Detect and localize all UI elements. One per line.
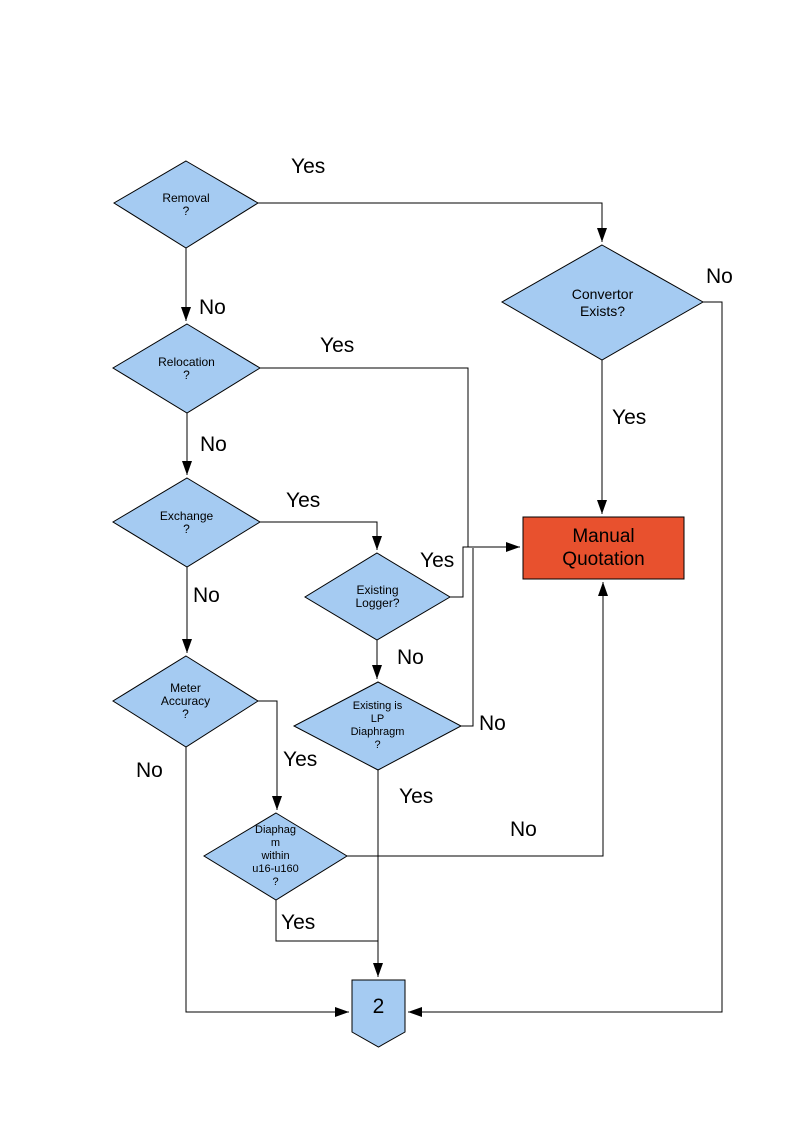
- manual-quotation-process-shape: [522, 516, 685, 580]
- relocation-decision-shape: [112, 323, 261, 414]
- existing-logger-decision-shape: [304, 552, 451, 641]
- edge-relocation-yes: [260, 367, 520, 552]
- edge-meter-yes: [258, 700, 282, 810]
- edge-diaphragm-no: [347, 582, 608, 857]
- diaphragm-range-decision-shape: [203, 812, 348, 901]
- edge-convertor-no: [408, 301, 723, 1017]
- edge-logger-yes: [450, 546, 470, 598]
- edge-meter-no: [185, 747, 349, 1017]
- existing-lp-decision-shape: [292, 681, 463, 771]
- edge-diaphragm-yes: [275, 900, 378, 942]
- edge-lp-no: [461, 548, 474, 727]
- exchange-decision-shape: [112, 477, 261, 568]
- edge-removal-yes: [258, 202, 607, 242]
- convertor-decision-shape: [500, 244, 705, 361]
- edge-lines: [181, 202, 723, 1017]
- removal-decision-shape: [113, 160, 259, 249]
- node-shapes: [112, 160, 705, 1048]
- edge-exchange-yes: [260, 521, 382, 550]
- meter-accuracy-decision-shape: [112, 655, 259, 748]
- connector-2-shape: [351, 979, 406, 1048]
